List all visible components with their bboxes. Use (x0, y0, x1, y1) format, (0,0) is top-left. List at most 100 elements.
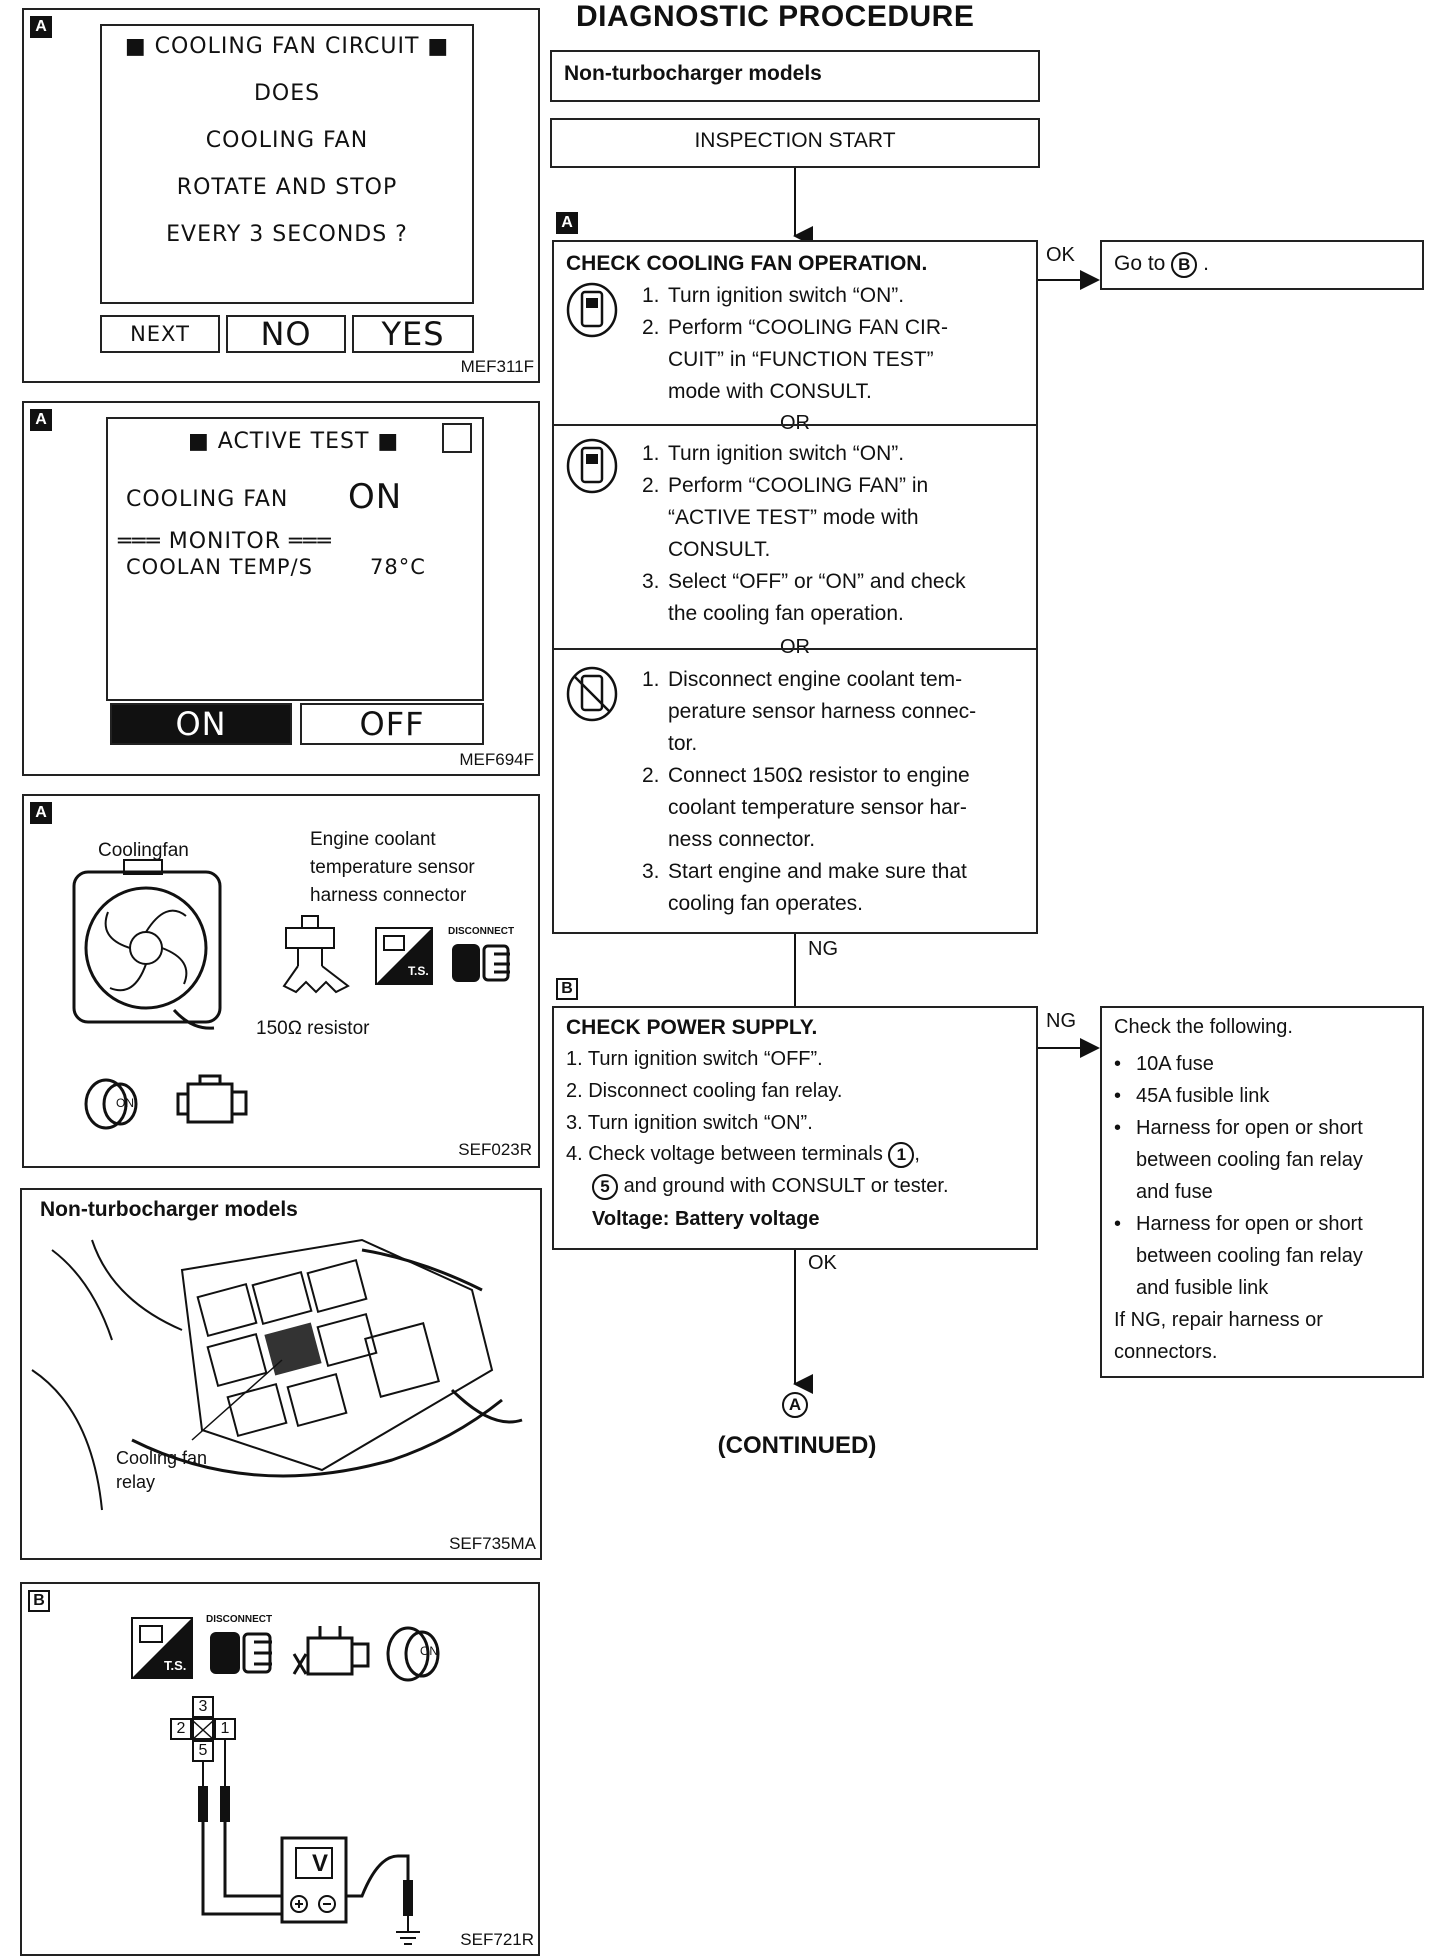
step-line: coolant temperature sensor har- (668, 796, 967, 819)
ok-label: OK (808, 1252, 837, 1274)
terminal-1: 1 (214, 1718, 236, 1740)
ref-b[interactable]: B (1171, 252, 1198, 278)
monitor-line: ═══ MONITOR ═══ (118, 529, 332, 554)
ng-label: NG (808, 938, 838, 960)
step-line: CUIT” in “FUNCTION TEST” (668, 348, 934, 371)
screen-line: COOLING FAN (205, 128, 369, 153)
models-box: Non-turbocharger models (550, 50, 1040, 102)
relay-label: Cooling fan relay (116, 1448, 208, 1492)
goto-box: Go to B . (1100, 240, 1424, 290)
step-line: 3.Select “OFF” or “ON” and check (642, 570, 966, 593)
consult-screen: ■ COOLING FAN CIRCUIT ■ DOES COOLING FAN… (100, 24, 474, 304)
step-line: 1. Turn ignition switch “OFF”. (566, 1048, 823, 1070)
terminal-5: 5 (192, 1740, 214, 1762)
voltage-spec: Voltage: Battery voltage (592, 1208, 820, 1230)
step-line: 4. Check voltage between terminals 1, (566, 1142, 920, 1168)
next-button[interactable]: NEXT (100, 315, 220, 353)
disconnect-label: DISCONNECT (206, 1614, 273, 1625)
terminal-ref-1: 1 (888, 1142, 915, 1168)
engine-bay-illustration (31, 1238, 523, 1511)
screen-line: DOES (253, 81, 321, 106)
terminal-center (192, 1718, 214, 1740)
screen-title: ■ COOLING FAN CIRCUIT ■ (124, 34, 450, 59)
separator (554, 648, 1036, 650)
ts-label: T.S. (408, 964, 429, 978)
consult-icon (566, 438, 618, 494)
step-line: perature sensor harness connec- (668, 700, 977, 723)
ts-icon (375, 927, 433, 985)
test-item: COOLING FAN (126, 487, 289, 512)
no-button[interactable]: NO (226, 315, 346, 353)
yes-button[interactable]: YES (352, 315, 474, 353)
on-button[interactable]: ON (110, 703, 292, 745)
check-items: •10A fuse •45A fusible link •Harness for… (1114, 1053, 1363, 1363)
step-line: tor. (668, 732, 698, 755)
panel-tag: A (30, 802, 52, 824)
screen-line: ROTATE AND STOP (176, 175, 398, 200)
figure-code: SEF721R (460, 1930, 534, 1949)
test-item-value: ON (348, 477, 403, 517)
step-line: 3.Start engine and make sure that (642, 860, 967, 883)
active-test-panel: A ■ ACTIVE TEST ■ COOLING FAN ON ═══ MON… (22, 401, 540, 776)
step-line: “ACTIVE TEST” mode with (668, 506, 919, 529)
screen-line: EVERY 3 SECONDS ? (166, 222, 408, 247)
key-on-label: ON (116, 1096, 134, 1110)
consult-icon (566, 282, 618, 338)
step-line: 1.Turn ignition switch “ON”. (642, 442, 905, 465)
ts-label: T.S. (164, 1658, 187, 1673)
ng-label: NG (1046, 1010, 1076, 1032)
relay-disconnected-icon (292, 1626, 370, 1676)
step-title: CHECK COOLING FAN OPERATION. (566, 252, 928, 275)
fan-label: Coolingfan (98, 840, 189, 861)
check-fan-operation-box: CHECK COOLING FAN OPERATION. 1.Turn igni… (552, 240, 1038, 934)
cooling-fan-illustration (72, 859, 222, 1030)
step-line: 2. Disconnect cooling fan relay. (566, 1080, 843, 1102)
resistor-icon (282, 915, 350, 994)
probe-wiring (191, 1719, 420, 1945)
step-list: 1.Turn ignition switch “ON”. 2.Perform “… (642, 280, 1022, 408)
separator (554, 424, 1036, 426)
step-tag-b: B (556, 978, 578, 1000)
check-title: Check the following. (1114, 1016, 1293, 1038)
step-title: CHECK POWER SUPPLY. (566, 1016, 818, 1039)
step-list: 1.Turn ignition switch “ON”. 2.Perform “… (642, 438, 1032, 630)
key-on-icon (386, 1626, 440, 1682)
disconnect-label: DISCONNECT (448, 926, 515, 937)
panel-tag: B (28, 1590, 50, 1612)
off-button[interactable]: OFF (300, 703, 484, 745)
ts-icon (131, 1617, 193, 1679)
screen-title: ■ ACTIVE TEST ■ (188, 429, 400, 454)
consult-screen: ■ ACTIVE TEST ■ COOLING FAN ON ═══ MONIT… (106, 417, 484, 701)
terminal-2: 2 (170, 1718, 192, 1740)
continued-label: (CONTINUED) (717, 1432, 877, 1459)
start-box: INSPECTION START (550, 118, 1040, 168)
ok-label: OK (1046, 244, 1075, 266)
figure-code: MEF694F (459, 750, 534, 769)
step-list: 1.Disconnect engine coolant tem- peratur… (642, 664, 1032, 920)
function-test-panel: A ■ COOLING FAN CIRCUIT ■ DOES COOLING F… (22, 8, 540, 383)
panel-tag: A (30, 409, 52, 431)
page-title: DIAGNOSTIC PROCEDURE (576, 0, 975, 33)
key-on-icon (84, 1078, 138, 1130)
sensor-label: COOLAN TEMP/S (126, 555, 313, 579)
step-line: the cooling fan operation. (668, 602, 904, 625)
panel-title: Non-turbocharger models (40, 1198, 298, 1221)
step-tag-a: A (556, 212, 578, 234)
panel-tag: A (30, 16, 52, 38)
check-power-supply-box: CHECK POWER SUPPLY. 1. Turn ignition swi… (552, 1006, 1038, 1250)
sensor-value: 78°C (370, 555, 426, 579)
connector-label: Engine coolant temperature sensor harnes… (310, 829, 475, 906)
step-line: ness connector. (668, 828, 816, 851)
step-line: 1.Disconnect engine coolant tem- (642, 668, 963, 691)
checkbox[interactable] (442, 423, 472, 453)
step-line: mode with CONSULT. (668, 380, 872, 403)
engine-icon (176, 1074, 248, 1124)
continued-ref-a[interactable]: A (782, 1392, 808, 1418)
figure-code: SEF023R (458, 1140, 532, 1159)
step-line: cooling fan operates. (668, 892, 863, 915)
step-line: 5 and ground with CONSULT or tester. (592, 1174, 949, 1200)
resistor-label: 150Ω resistor (256, 1018, 370, 1039)
step-line: CONSULT. (668, 538, 771, 561)
resistor-check-panel: A Coolingfan Engine coolant temperature … (22, 794, 540, 1168)
